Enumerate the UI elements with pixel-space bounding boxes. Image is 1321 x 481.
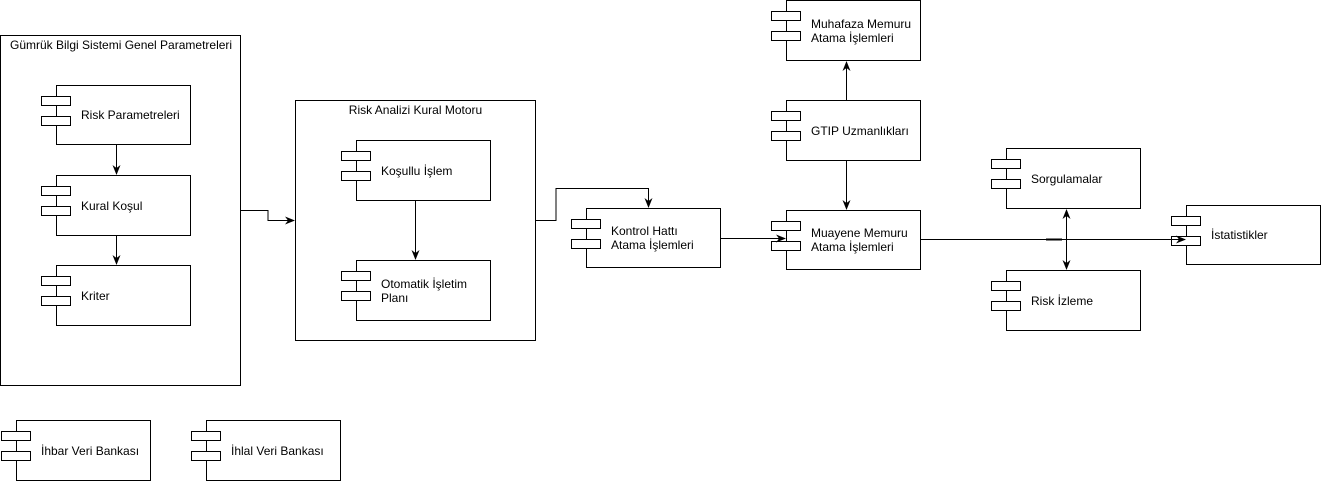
component-risk-parametreleri[interactable]: Risk Parametreleri bbox=[41, 85, 191, 145]
component-port-icon bbox=[41, 96, 71, 106]
edge-gumruk-to-risk-motor bbox=[241, 210, 295, 225]
component-port-icon bbox=[41, 206, 71, 216]
component-port-icon bbox=[771, 241, 801, 251]
component-label: Kriter bbox=[81, 288, 110, 303]
component-port-icon bbox=[991, 281, 1021, 291]
component-port-icon bbox=[1, 431, 31, 441]
component-port-icon bbox=[991, 301, 1021, 311]
component-ihlal-veri-bankasi[interactable]: İhlal Veri Bankası bbox=[191, 420, 341, 481]
component-label: Risk İzleme bbox=[1031, 293, 1094, 308]
component-port-icon bbox=[771, 111, 801, 121]
component-label: Risk Parametreleri bbox=[81, 108, 180, 122]
component-port-icon bbox=[1171, 216, 1201, 226]
component-port-icon bbox=[1, 451, 31, 461]
component-label: İstatistikler bbox=[1211, 228, 1268, 242]
component-label: Muayene Memuru Atama İşlemleri bbox=[811, 226, 908, 254]
component-port-icon bbox=[571, 239, 601, 249]
component-port-icon bbox=[341, 271, 371, 281]
component-label: Kontrol Hattı Atama İşlemleri bbox=[611, 224, 694, 252]
component-port-icon bbox=[341, 291, 371, 301]
component-kontrol-hatti[interactable]: Kontrol Hattı Atama İşlemleri bbox=[571, 208, 721, 268]
component-sorgulamalar[interactable]: Sorgulamalar bbox=[991, 148, 1141, 209]
component-port-icon bbox=[41, 116, 71, 126]
component-port-icon bbox=[991, 179, 1021, 189]
component-label: Sorgulamalar bbox=[1031, 171, 1103, 186]
component-port-icon bbox=[991, 159, 1021, 169]
component-label: İhlal Veri Bankası bbox=[231, 443, 324, 458]
component-label: Otomatik İşletim Planı bbox=[381, 276, 468, 305]
component-kriter[interactable]: Kriter bbox=[41, 265, 191, 326]
component-port-icon bbox=[1171, 236, 1201, 246]
component-port-icon bbox=[771, 31, 801, 41]
component-risk-izleme[interactable]: Risk İzleme bbox=[991, 270, 1141, 331]
component-port-icon bbox=[341, 151, 371, 161]
component-port-icon bbox=[191, 451, 221, 461]
component-port-icon bbox=[41, 296, 71, 306]
component-label: Muhafaza Memuru Atama İşlemleri bbox=[811, 16, 912, 45]
component-label: Kural Koşul bbox=[81, 198, 143, 213]
component-port-icon bbox=[771, 131, 801, 141]
component-port-icon bbox=[41, 276, 71, 286]
component-port-icon bbox=[771, 221, 801, 231]
component-kural-kosul[interactable]: Kural Koşul bbox=[41, 175, 191, 236]
component-label: Koşullu İşlem bbox=[381, 163, 453, 178]
component-port-icon bbox=[341, 171, 371, 181]
component-istatistikler[interactable]: İstatistikler bbox=[1171, 205, 1321, 265]
edge-risk-motor-to-kontrol-hatti bbox=[536, 188, 653, 221]
component-port-icon bbox=[571, 219, 601, 229]
component-port-icon bbox=[771, 11, 801, 21]
component-port-icon bbox=[191, 431, 221, 441]
component-muayene-memuru[interactable]: Muayene Memuru Atama İşlemleri bbox=[771, 210, 921, 270]
component-otomatik-isletim-plani[interactable]: Otomatik İşletim Planı bbox=[341, 260, 491, 321]
component-label: GTIP Uzmanlıkları bbox=[811, 123, 909, 138]
frame-title-risk-motor: Risk Analizi Kural Motoru bbox=[348, 103, 483, 117]
component-kosullu-islem[interactable]: Koşullu İşlem bbox=[341, 140, 491, 201]
component-muhafaza-memuru[interactable]: Muhafaza Memuru Atama İşlemleri bbox=[771, 0, 921, 61]
component-ihbar-veri-bankasi[interactable]: İhbar Veri Bankası bbox=[1, 420, 151, 481]
component-gtip-uzmanliklari[interactable]: GTIP Uzmanlıkları bbox=[771, 100, 921, 161]
component-port-icon bbox=[41, 186, 71, 196]
frame-title-gumruk: Gümrük Bilgi Sistemi Genel Parametreleri bbox=[10, 38, 233, 52]
component-label: İhbar Veri Bankası bbox=[41, 443, 140, 458]
